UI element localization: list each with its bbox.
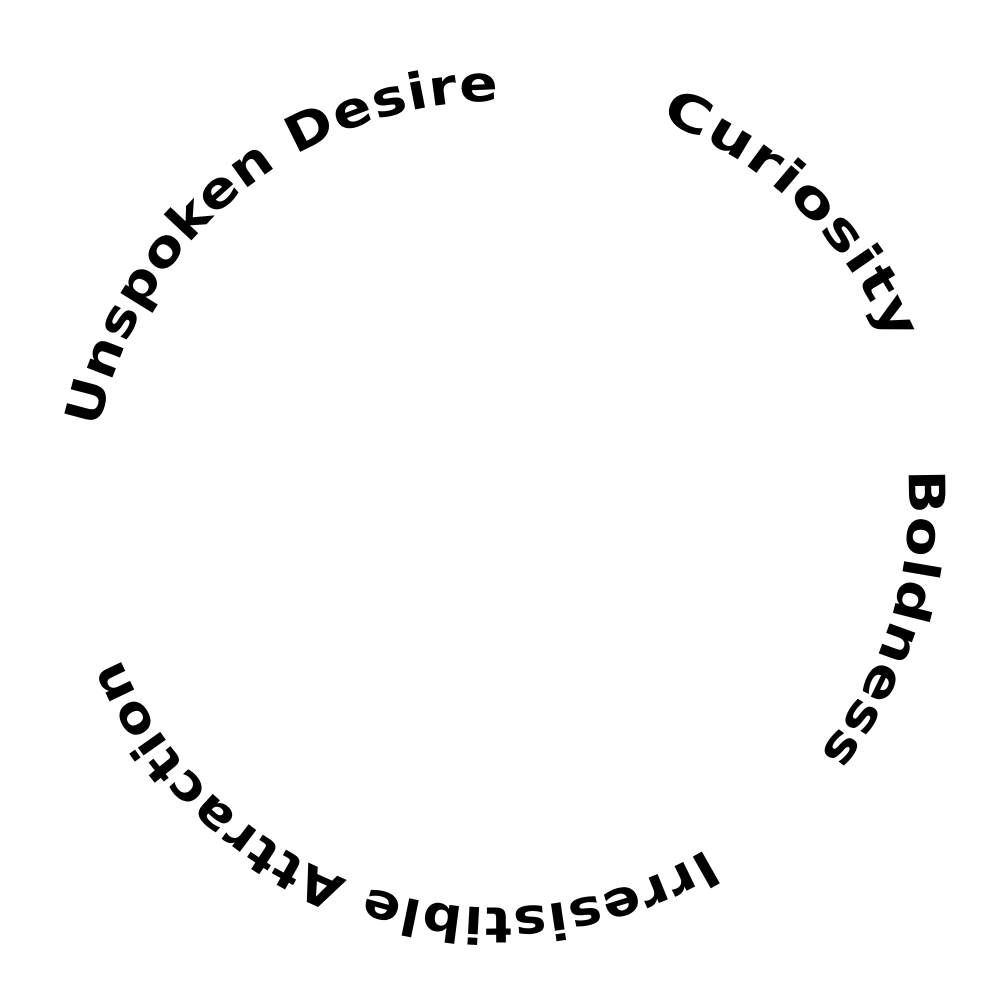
word-boldness: Boldness bbox=[809, 469, 955, 782]
word-irresistible-attraction-text: Irresistible Attraction bbox=[77, 652, 729, 953]
word-curiosity-text: Curiosity bbox=[655, 77, 932, 348]
word-unspoken-desire: Unspoken Desire bbox=[54, 54, 500, 431]
word-curiosity-label: Curiosity bbox=[655, 77, 931, 348]
word-boldness-text: Boldness bbox=[809, 469, 955, 782]
word-unspoken-desire-label: Unspoken Desire bbox=[54, 54, 499, 431]
word-irresistible-attraction: Irresistible Attraction bbox=[77, 652, 729, 953]
word-irresistible-attraction-label: Irresistible Attraction bbox=[77, 652, 728, 953]
word-curiosity: Curiosity bbox=[655, 77, 932, 348]
word-unspoken-desire-text: Unspoken Desire bbox=[54, 54, 500, 431]
word-boldness-label: Boldness bbox=[809, 469, 954, 782]
